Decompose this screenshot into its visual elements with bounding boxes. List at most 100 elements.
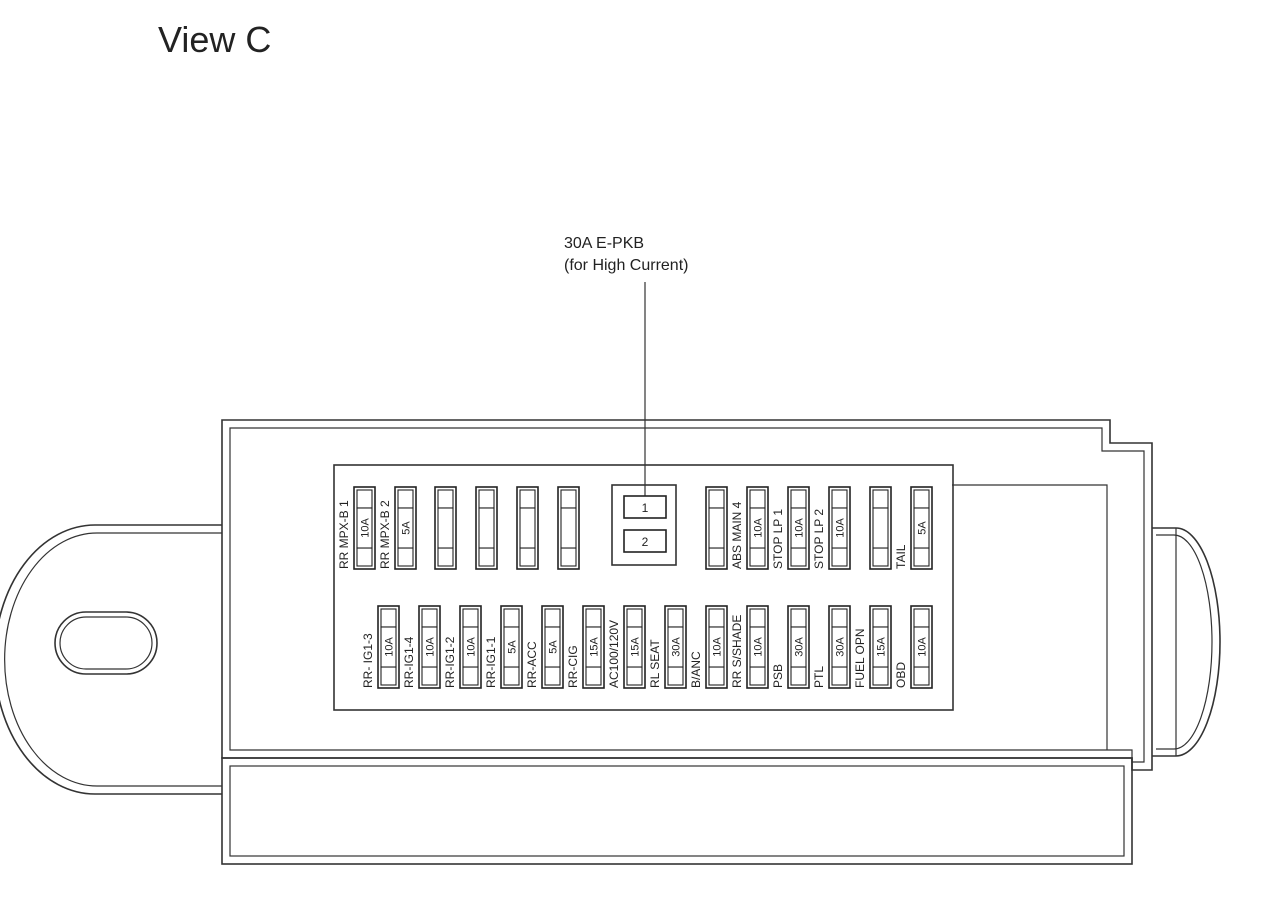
fuse-center: [790, 507, 807, 549]
fuse-center: [560, 507, 577, 549]
top-fuse-3: [434, 486, 457, 570]
fuse-rating: 15A: [876, 637, 888, 657]
fuse-center: [503, 626, 520, 668]
fuse-rating: 30A: [671, 637, 683, 657]
fuse-bottom-terminal: [560, 547, 577, 567]
fuse-label: RR MPX-B 1: [337, 500, 351, 569]
fuse-label: FUEL OPN: [853, 628, 867, 688]
fuse-top-terminal: [585, 608, 602, 628]
fuse-center: [831, 507, 848, 549]
fuse-bottom-terminal: [913, 666, 930, 686]
fuse-bottom-terminal: [790, 666, 807, 686]
fuse-label: B/ANC: [689, 651, 703, 688]
fuse-top-terminal: [560, 489, 577, 509]
fuse-top-terminal: [667, 608, 684, 628]
fuse-bottom-terminal: [421, 666, 438, 686]
fuse-bottom-terminal: [519, 547, 536, 567]
fuse-rating: 10A: [753, 518, 765, 538]
fuse-bottom-terminal: [749, 547, 766, 567]
right-tab-inner: [1156, 534, 1213, 750]
fuse-center: [872, 507, 889, 549]
fuse-rating: 10A: [794, 518, 806, 538]
fuse-top-terminal: [913, 608, 930, 628]
fuse-center: [380, 626, 397, 668]
bottom-fuse-13: 15A FUEL OPN: [853, 605, 892, 689]
fuse-center: [421, 626, 438, 668]
fuse-top-terminal: [831, 489, 848, 509]
fuse-bottom-terminal: [544, 666, 561, 686]
bottom-fuse-2: 10A RR-IG1-4: [402, 605, 441, 689]
fuse-rating: 10A: [425, 637, 437, 657]
housing-inner: [229, 427, 1145, 763]
fuse-top-terminal: [626, 608, 643, 628]
fuse-rating: 30A: [835, 637, 847, 657]
fuse-top-terminal: [356, 489, 373, 509]
housing-outer: [221, 419, 1153, 771]
mounting-bracket-inner: [4, 532, 222, 787]
fuse-bottom-terminal: [708, 547, 725, 567]
fuse-bottom-terminal: [478, 547, 495, 567]
fuse-rating: 5A: [401, 521, 413, 535]
fuse-label: ABS MAIN 4: [730, 501, 744, 569]
fuse-label: PSB: [771, 664, 785, 688]
top-fuse-row: 10A RR MPX-B 1 5A RR MPX-B 2 10A ABS MAIN 4 10…: [337, 486, 933, 570]
fuse-rating: 10A: [753, 637, 765, 657]
fuse-bottom-terminal: [872, 666, 889, 686]
bracket-mount-slot-inner: [59, 616, 153, 670]
bottom-fuse-9: 10A B/ANC: [689, 605, 728, 689]
fuse-center: [913, 626, 930, 668]
mounting-bracket: [0, 524, 222, 795]
callout-line-1: 30A E-PKB: [564, 235, 644, 252]
fuse-rating: 5A: [917, 521, 929, 535]
fuse-bottom-terminal: [462, 666, 479, 686]
fuse-label: RL SEAT: [648, 639, 662, 688]
fuse-center: [708, 626, 725, 668]
callout-line-2: (for High Current): [564, 257, 688, 274]
fuse-center: [708, 507, 725, 549]
fuse-bottom-terminal: [437, 547, 454, 567]
fuse-label: RR-IG1-4: [402, 636, 416, 688]
top-fuse-6: [557, 486, 580, 570]
fuse-rating: 15A: [630, 637, 642, 657]
fuse-label: RR-IG1-2: [443, 636, 457, 688]
fuse-bottom-terminal: [503, 666, 520, 686]
fuse-center: [397, 507, 414, 549]
top-fuse-11: [869, 486, 892, 570]
fuse-panel: [333, 464, 954, 711]
fuse-bottom-terminal: [397, 547, 414, 567]
fuse-bottom-terminal: [356, 547, 373, 567]
fuse-center: [437, 507, 454, 549]
fuse-top-terminal: [790, 489, 807, 509]
fuse-center: [544, 626, 561, 668]
fuse-bottom-terminal: [831, 547, 848, 567]
fuse-label: RR-IG1-1: [484, 636, 498, 688]
fuse-top-terminal: [478, 489, 495, 509]
fuse-bottom-terminal: [380, 666, 397, 686]
fuse-bottom-terminal: [872, 547, 889, 567]
fuse-center: [872, 626, 889, 668]
fuse-label: RR-CIG: [566, 645, 580, 688]
top-fuse-2: 5A RR MPX-B 2: [378, 486, 417, 570]
top-fuse-5: [516, 486, 539, 570]
relay-slot-1-label: 1: [642, 501, 649, 515]
fuse-top-terminal: [790, 608, 807, 628]
fuse-bottom-terminal: [749, 666, 766, 686]
fuse-center: [356, 507, 373, 549]
fuse-top-terminal: [503, 608, 520, 628]
fuse-rating: 10A: [712, 637, 724, 657]
fuse-center: [667, 626, 684, 668]
fuse-label: RR MPX-B 2: [378, 500, 392, 569]
right-tab: [1152, 527, 1221, 757]
fuse-top-terminal: [831, 608, 848, 628]
housing-step: [952, 484, 1108, 750]
fuse-rating: 10A: [360, 518, 372, 538]
